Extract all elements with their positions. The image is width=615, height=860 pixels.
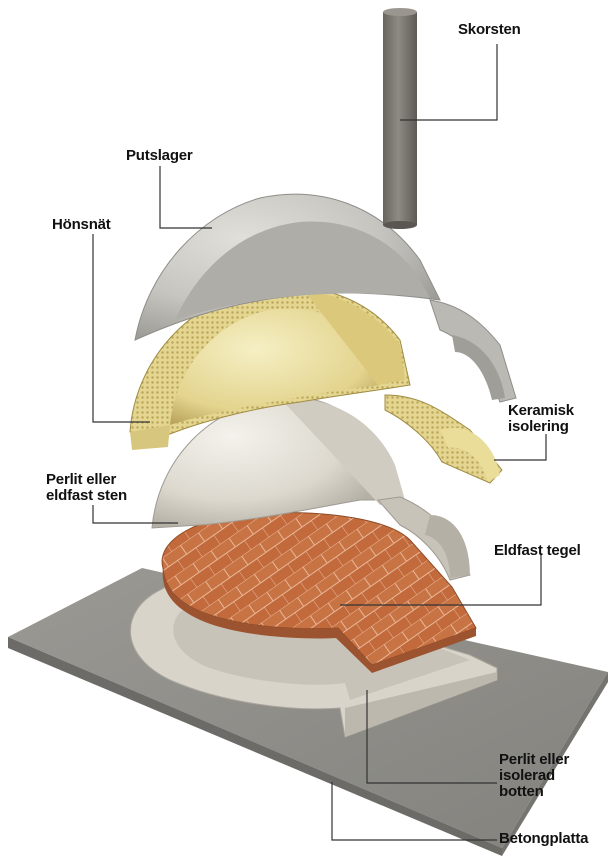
label-perlit-botten-line1: Perlit eller [499, 751, 570, 768]
leader-skorsten [400, 44, 498, 121]
leader-perlit-botten [366, 690, 497, 784]
label-keramisk-line2: isolering [508, 418, 569, 435]
leader-keramisk [494, 434, 547, 461]
label-perlit-isolerad-botten: Perlit eller isolerad botten [499, 752, 569, 800]
leader-lines [92, 44, 547, 841]
label-putslager: Putslager [126, 147, 193, 164]
label-keramisk-isolering: Keramisk isolering [508, 403, 574, 435]
leader-honsnat [92, 234, 150, 423]
ceramic-insulation [129, 285, 503, 484]
label-skorsten: Skorsten [458, 21, 521, 38]
label-perlit-botten-line3: botten [499, 783, 544, 800]
leader-eldfast-tegel [340, 553, 542, 606]
plaster-layer [134, 193, 517, 403]
leader-betongplatta [331, 782, 497, 841]
label-betongplatta: Betongplatta [499, 830, 589, 847]
label-perlit-botten-line2: isolerad [499, 767, 555, 784]
label-honsnat: Hönsnät [52, 216, 111, 233]
label-perlit-sten-line2: eldfast sten [46, 487, 127, 504]
leader-perlit-sten [92, 505, 178, 524]
label-keramisk-line1: Keramisk [508, 402, 574, 419]
label-perlit-sten-line1: Perlit eller [46, 471, 117, 488]
chimney [383, 8, 417, 229]
leader-putslager [159, 166, 212, 229]
label-eldfast-tegel: Eldfast tegel [494, 542, 581, 559]
perlite-dome [151, 396, 471, 581]
label-perlit-eldfast-sten: Perlit eller eldfast sten [46, 472, 127, 504]
